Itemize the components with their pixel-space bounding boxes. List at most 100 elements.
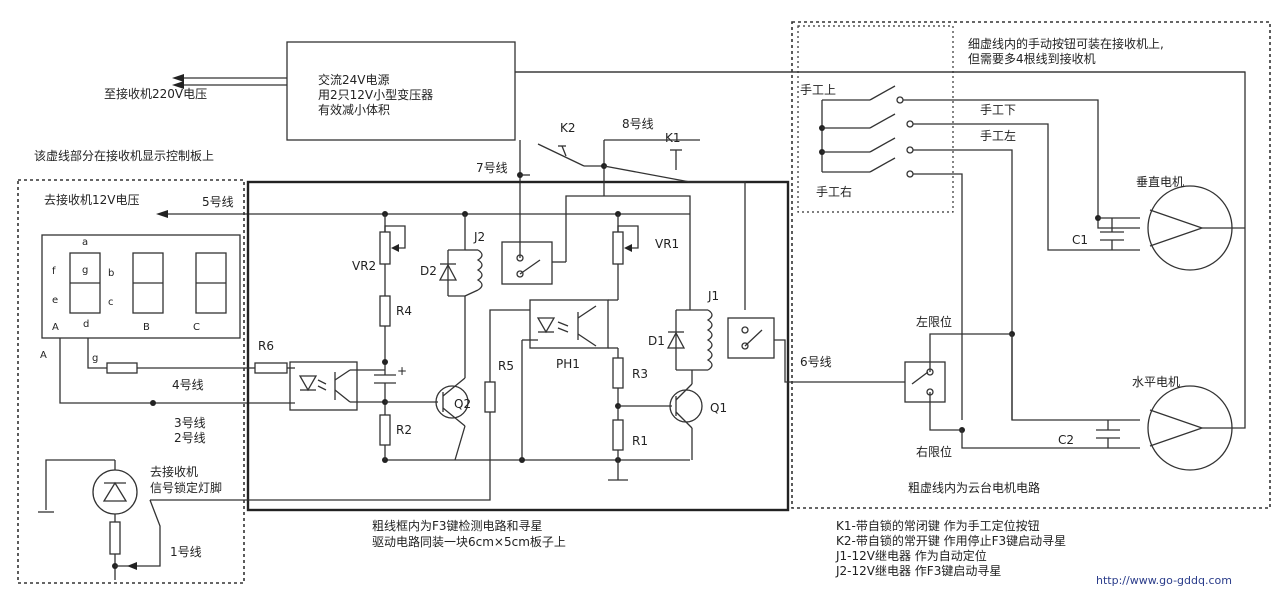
digit-3: [195, 252, 227, 314]
r2: [379, 414, 391, 446]
seg-c: c: [108, 297, 114, 308]
vr1: [612, 231, 624, 265]
k1-switch: [603, 165, 691, 183]
q2-label: Q2: [454, 397, 471, 411]
legend-j1: J1-12V继电器 作为自动定位: [835, 548, 987, 563]
vr2: [379, 231, 391, 265]
signal-lamp: [92, 469, 138, 515]
resistor-g: [106, 362, 138, 374]
wire-a: [59, 338, 295, 404]
q2: [435, 385, 469, 419]
to-receiver-12v-label: 去接收机12V电压: [44, 192, 139, 207]
wire-6-label: 6号线: [800, 355, 832, 369]
c2-label: C2: [1058, 433, 1074, 447]
r3-label: R3: [632, 367, 648, 381]
seg-e: e: [52, 295, 58, 306]
wire-2-label: 2号线: [174, 431, 206, 445]
vr2-label: VR2: [352, 259, 376, 273]
seg-b: b: [108, 268, 114, 279]
board-note-line1: 粗线框内为F3键检测电路和寻星: [372, 518, 543, 533]
right-limit-label: 右限位: [916, 444, 952, 459]
vertical-motor-label: 垂直电机: [1136, 175, 1184, 189]
r4: [379, 295, 391, 327]
r1: [612, 419, 624, 451]
digit-1: [69, 252, 101, 314]
cap-plus: +: [397, 364, 407, 378]
k1-label: K1: [665, 131, 681, 145]
digit-label-b: B: [143, 322, 150, 333]
wire-7-label: 7号线: [476, 161, 508, 175]
receiver-panel-box: [17, 179, 245, 584]
power-output-top: [515, 71, 1246, 228]
arrow-5: [156, 210, 168, 218]
to-receiver-220v-label: 至接收机220V电压: [104, 86, 207, 101]
manual-left-button[interactable]: [822, 137, 914, 154]
manual-right-button[interactable]: [822, 157, 914, 178]
k2-switch: [537, 143, 585, 167]
r6-label: R6: [258, 339, 274, 353]
r5-label: R5: [498, 359, 514, 373]
wire-4-label: 4号线: [172, 378, 204, 392]
horizontal-motor-label: 水平电机: [1132, 375, 1180, 389]
lamp-resistor: [109, 521, 121, 555]
wire-2: [45, 459, 115, 510]
c1-label: C1: [1072, 233, 1088, 247]
d1: [666, 331, 686, 349]
limit-switch-box: [904, 361, 946, 403]
manual-note-line1: 细虚线内的手动按钮可装在接收机上,: [968, 36, 1164, 51]
seven-segment-display: [41, 234, 241, 339]
signal-lamp-line2: 信号锁定灯脚: [150, 480, 222, 495]
j1-contacts: [727, 317, 775, 359]
wire-g: [87, 338, 107, 369]
d2-label: D2: [420, 264, 437, 278]
d1-label: D1: [648, 334, 665, 348]
f3-board-box: [246, 180, 790, 512]
wire-8-label: 8号线: [622, 117, 654, 131]
digit-label-c: C: [193, 322, 200, 333]
power-box-line3: 有效减小体积: [318, 102, 390, 117]
seg-f: f: [52, 266, 56, 277]
legend-j2: J2-12V继电器 作F3键启动寻星: [835, 564, 1001, 578]
r4-label: R4: [396, 304, 412, 318]
manual-down-button[interactable]: [822, 113, 914, 129]
r3: [612, 357, 624, 389]
manual-right-label: 手工右: [816, 184, 852, 199]
j1-coil: [706, 309, 713, 371]
r2-label: R2: [396, 423, 412, 437]
power-box-line2: 用2只12V小型变压器: [318, 87, 433, 102]
dashed-left-note: 该虚线部分在接收机显示控制板上: [34, 148, 214, 163]
power-supply-box: [286, 41, 516, 141]
manual-down-label: 手工下: [980, 103, 1016, 117]
j2-contacts: [501, 241, 553, 285]
k2-label: K2: [560, 121, 576, 135]
power-box-line1: 交流24V电源: [318, 72, 389, 87]
q1: [669, 389, 703, 423]
r5: [484, 381, 496, 413]
seg-g-inner: g: [82, 265, 88, 276]
ph1: [529, 299, 609, 349]
arrow-220v: [172, 74, 287, 89]
signal-lamp-line1: 去接收机: [150, 464, 198, 479]
r1-label: R1: [632, 434, 648, 448]
ptz-note: 粗虚线内为云台电机电路: [908, 480, 1040, 495]
vr1-label: VR1: [655, 237, 679, 251]
seg-d: d: [83, 319, 89, 330]
digit-2: [132, 252, 164, 314]
manual-note-line2: 但需要多4根线到接收机: [968, 51, 1096, 66]
display-outer-label: A: [40, 350, 47, 361]
left-limit-label: 左限位: [916, 314, 952, 329]
j2-coil: [476, 249, 483, 291]
source-url[interactable]: http://www.go-gddq.com: [1096, 574, 1232, 587]
ptz-motor-box: [791, 21, 1271, 509]
wire-3-label: 3号线: [174, 416, 206, 430]
d2: [438, 263, 458, 281]
manual-left-label: 手工左: [980, 128, 1016, 143]
j1-label: J1: [707, 289, 719, 303]
legend-k1: K1-带自锁的常闭键 作为手工定位按钮: [836, 518, 1040, 533]
wire-1-label: 1号线: [170, 545, 202, 559]
manual-up-label: 手工上: [800, 83, 836, 97]
seg-a: a: [82, 237, 88, 248]
board-note-line2: 驱动电路同装一块6cm×5cm板子上: [372, 534, 566, 549]
ph1-label: PH1: [556, 357, 580, 371]
